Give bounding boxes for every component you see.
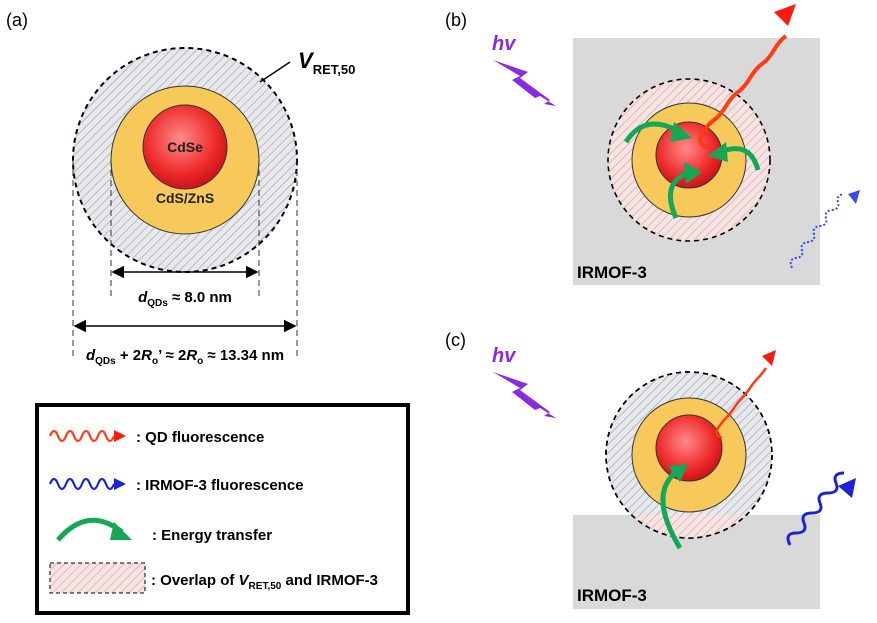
hv-label-b: hv xyxy=(492,33,517,55)
panel-a: (a) CdSe CdS/ZnS VRET,50 dQDs ≈ 8.0 nm d… xyxy=(6,10,355,367)
legend-mof-wave-icon xyxy=(48,477,116,491)
legend-box xyxy=(35,403,410,615)
core-circle xyxy=(142,104,228,190)
panel-c-label: (c) xyxy=(445,330,466,350)
dim-label-outer: dQDs + 2Ro’ ≈ 2Ro ≈ 13.34 nm xyxy=(86,347,284,367)
legend-qd-wave-icon xyxy=(48,429,116,443)
legend-qd-arrowhead-icon xyxy=(114,430,126,442)
lightning-c-icon xyxy=(493,372,556,418)
vret-outline-c xyxy=(605,371,773,539)
qd-fluor-arrowhead-b-icon xyxy=(774,4,796,26)
core-circle-c xyxy=(655,414,723,482)
legend-qd-text: : QD fluorescence xyxy=(136,429,264,446)
core-label: CdSe xyxy=(167,139,203,155)
panel-c: (c) hv IRMOF-3 xyxy=(445,330,856,609)
dim-label-inner: dQDs ≈ 8.0 nm xyxy=(138,289,232,309)
energy-arrowhead-b2-icon xyxy=(708,142,728,162)
energy-arrowhead-c-icon xyxy=(668,464,688,482)
qd-fluor-wave-c-icon xyxy=(715,367,768,440)
energy-arrow-c-icon xyxy=(660,470,683,550)
legend-energy-arrowhead-icon xyxy=(110,522,132,540)
panel-b: (b) hv IRMOF-3 xyxy=(445,4,860,285)
qd-fluor-wave-b-icon xyxy=(698,34,788,150)
shell-label: CdS/ZnS xyxy=(156,190,214,206)
panel-b-label: (b) xyxy=(445,10,467,30)
energy-arrowhead-b1-icon xyxy=(670,122,692,142)
legend-mof-arrowhead-icon xyxy=(114,478,126,490)
legend-energy-text: : Energy transfer xyxy=(152,527,272,544)
vret-pointer xyxy=(259,61,291,83)
legend-overlap-text: : Overlap of VRET,50 and IRMOF-3 xyxy=(151,572,378,592)
energy-arrowhead-b3-icon xyxy=(684,162,702,184)
irmof-label-c: IRMOF-3 xyxy=(577,586,647,605)
mof-fluor-arrowhead-c-icon xyxy=(838,478,856,498)
legend-overlap-swatch-icon xyxy=(49,562,146,594)
legend-mof-text: : IRMOF-3 fluorescence xyxy=(136,477,304,494)
legend: : QD fluorescence : IRMOF-3 fluorescence… xyxy=(35,403,410,615)
irmof-label-b: IRMOF-3 xyxy=(577,263,647,282)
mof-fluor-arrowhead-b-icon xyxy=(848,190,860,204)
qd-fluor-arrowhead-c-icon xyxy=(762,350,776,366)
panel-a-label: (a) xyxy=(6,10,28,30)
vret-symbol: VRET,50 xyxy=(298,48,355,77)
hv-label-c: hv xyxy=(492,345,517,367)
lightning-b-icon xyxy=(493,60,556,106)
mof-fluor-wave-c-icon xyxy=(786,471,845,546)
